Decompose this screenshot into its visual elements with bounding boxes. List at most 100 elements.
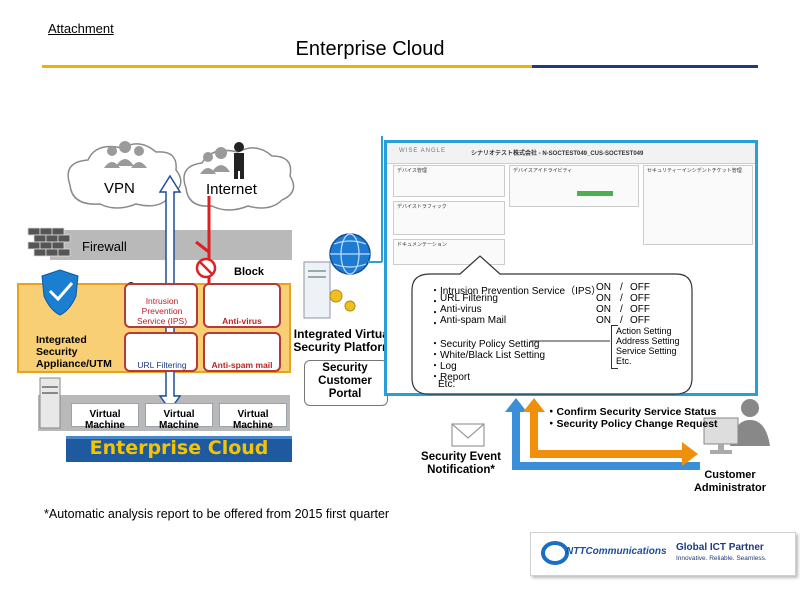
shield-icon [41, 269, 79, 316]
portal-panel-3 [643, 165, 753, 245]
portal-label: Security Customer Portal [318, 362, 372, 400]
internet-label: Internet [206, 181, 257, 198]
policy-change-label: ・Security Policy Change Request [546, 418, 718, 430]
setting-2: ・White/Black List Setting [430, 350, 546, 361]
people-internet-icon [200, 142, 244, 179]
service-name-antivirus: Anti-virus [440, 304, 482, 315]
callout-bubble [411, 255, 693, 395]
logo-company: NTTCommunications [566, 546, 667, 557]
virtual-machine-2: Virtual Machine [145, 403, 213, 431]
gear-icon [329, 289, 356, 312]
page-title: Enterprise Cloud [295, 38, 445, 60]
antivirus-service-box [203, 283, 281, 328]
ips-service-label: Intrusion Prevention Service (IPS) [136, 296, 188, 326]
platform-server-icon [303, 261, 331, 319]
envelope-icon [451, 423, 485, 447]
portal-panel-title-2: デバイスアイドライビティ [513, 168, 573, 174]
service-on-ips: ON [596, 282, 611, 293]
sub-setting-2: Address Setting [616, 336, 680, 346]
setting-5: Etc. [438, 379, 455, 390]
sub-setting-3: Service Setting [616, 346, 677, 356]
service-on-antispam: ON [596, 315, 611, 326]
portal-panel-1 [393, 165, 505, 197]
notification-label: Security Event Notification* [421, 451, 501, 476]
service-sep-ips: / [620, 282, 623, 293]
orange-arrow-icon [523, 398, 698, 466]
portal-topbar [387, 143, 755, 164]
service-sep-antivirus: / [620, 304, 623, 315]
blue-arrow-up-icon [505, 398, 700, 470]
virtual-machine-3: Virtual Machine [219, 403, 287, 431]
url-service-box [124, 332, 198, 372]
setting-policy: Security Policy Setting [440, 339, 540, 350]
setting-list: White/Black List Setting [440, 350, 546, 361]
ips-service-box [124, 283, 198, 328]
setting-etc: Etc. [438, 379, 456, 390]
confirm-status-text: Confirm Security Service Status [556, 406, 717, 418]
service-on-antivirus: ON [596, 304, 611, 315]
url-service-label: URL Filtering [137, 360, 187, 370]
portal-panel-title-5: ドキュメンテーション [397, 242, 447, 248]
people-vpn-icon [104, 141, 147, 168]
vpn-cloud-icon [67, 143, 182, 209]
virtual-machine-1: Virtual Machine [71, 403, 139, 431]
sub-setting-1: Action Setting [616, 326, 672, 336]
attachment-label: Attachment [48, 21, 114, 36]
admin-person-icon [730, 399, 770, 446]
setting-1: ・Security Policy Setting [430, 339, 540, 350]
block-label: Block [234, 266, 264, 278]
policy-change-text: Security Policy Change Request [556, 418, 718, 430]
appliance-label: Integrated Security Appliance/UTM [36, 334, 112, 370]
service-sep-antispam: / [620, 315, 623, 326]
logo-box [530, 532, 796, 576]
service-name-antispam: Anti-spam Mail [440, 315, 507, 326]
platform-label: Integrated Virtual Security Platform [293, 327, 393, 354]
service-name-url: URL Filtering [440, 293, 498, 304]
admin-label: Customer Administrator [693, 469, 767, 494]
service-off-url: OFF [630, 293, 650, 304]
service-off-antispam: OFF [630, 315, 650, 326]
ntt-logo-icon [541, 541, 569, 565]
footnote: *Automatic analysis report to be offered… [44, 507, 390, 521]
portal-panel-2 [509, 165, 639, 207]
portal-brand: WISE ANGLE [399, 148, 447, 154]
sub-setting-4: Etc. [616, 356, 632, 366]
server-tower-icon [39, 377, 61, 429]
service-sep-url: / [620, 293, 623, 304]
firewall-label: Firewall [82, 239, 127, 254]
logo-tagline: Global ICT Partner [676, 542, 764, 553]
logo-subtagline: Innovative. Reliable. Seamless. [676, 555, 767, 562]
antispam-service-box [203, 332, 281, 372]
antispam-service-label: Anti-spam mail [211, 360, 273, 370]
title-rule-navy [532, 65, 758, 68]
setting-report: Report [440, 372, 471, 383]
admin-monitor-icon [703, 417, 739, 454]
confirm-status-label: ・Confirm Security Service Status [546, 406, 717, 418]
attack-branch [195, 240, 210, 254]
enterprise-cloud-banner [66, 436, 292, 462]
platform-globe-icon [329, 233, 371, 275]
setting-log: Log [440, 361, 457, 372]
service-off-ips: OFF [630, 282, 650, 293]
service-off-antivirus: OFF [630, 304, 650, 315]
portal-progress-bar [577, 191, 613, 196]
title-rule-yellow [42, 65, 532, 68]
vpn-label: VPN [104, 180, 135, 197]
service-on-url: ON [596, 293, 611, 304]
portal-panel-title-4: デバイストラフィック [397, 204, 447, 210]
portal-title: シナリオテスト株式会社 - N-SOCTEST049_CUS-SOCTEST04… [471, 151, 644, 157]
portal-box [304, 360, 388, 406]
portal-panel-title-3: セキュリティーインシデントチケット管理 [647, 168, 742, 174]
portal-panel-5 [393, 239, 505, 265]
enterprise-cloud-banner-label: Enterprise Cloud [89, 437, 269, 459]
service-name-ips: Intrusion Prevention Service（IPS） [440, 286, 602, 297]
antivirus-service-label: Anti-virus [222, 316, 262, 326]
setting-4: ・Report [430, 372, 471, 383]
portal-panel-4 [393, 201, 505, 235]
sub-settings-bracket [611, 325, 618, 369]
setting-3: ・Log [430, 361, 457, 372]
portal-panel-title-1: デバイス管理 [397, 168, 427, 174]
firewall-brick-icon [27, 227, 71, 257]
block-icon [195, 257, 217, 279]
